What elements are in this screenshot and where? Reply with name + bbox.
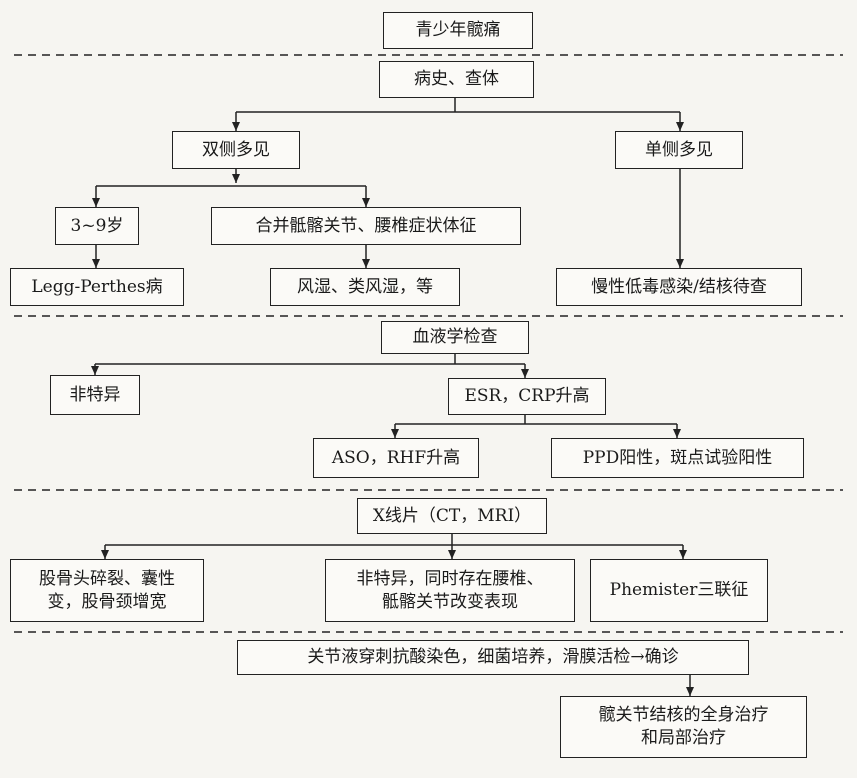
node-ppd-positive: PPD阳性，斑点试验阳性: [551, 438, 804, 478]
node-legg-perthes: Legg-Perthes病: [10, 268, 184, 306]
node-nonspecific-blood: 非特异: [50, 375, 140, 415]
node-age-3-9: 3~9岁: [55, 207, 139, 245]
node-joint-puncture: 关节液穿刺抗酸染色，细菌培养，滑膜活检→确诊: [237, 640, 749, 675]
node-sacroiliac-symptoms: 合并骶髂关节、腰椎症状体征: [211, 207, 521, 245]
node-femoral-head: 股骨头碎裂、囊性 变，股骨颈增宽: [10, 559, 204, 622]
node-bilateral: 双侧多见: [172, 131, 300, 169]
node-unilateral: 单侧多见: [615, 131, 743, 169]
node-blood-tests: 血液学检查: [381, 321, 529, 354]
node-nonspecific-xray: 非特异，同时存在腰椎、 骶髂关节改变表现: [325, 559, 575, 622]
node-rheumatic: 风湿、类风湿，等: [270, 268, 460, 306]
node-esr-crp: ESR，CRP升高: [448, 378, 606, 415]
node-tb-treatment: 髋关节结核的全身治疗 和局部治疗: [560, 696, 807, 758]
node-aso-rhf: ASO，RHF升高: [313, 438, 479, 478]
node-hip-pain-title: 青少年髋痛: [383, 12, 533, 49]
node-phemister-triad: Phemister三联征: [590, 559, 768, 622]
node-chronic-infection: 慢性低毒感染/结核待查: [556, 268, 802, 306]
node-history-exam: 病史、查体: [379, 61, 534, 98]
node-xray-ct-mri: X线片（CT，MRI）: [357, 498, 547, 534]
